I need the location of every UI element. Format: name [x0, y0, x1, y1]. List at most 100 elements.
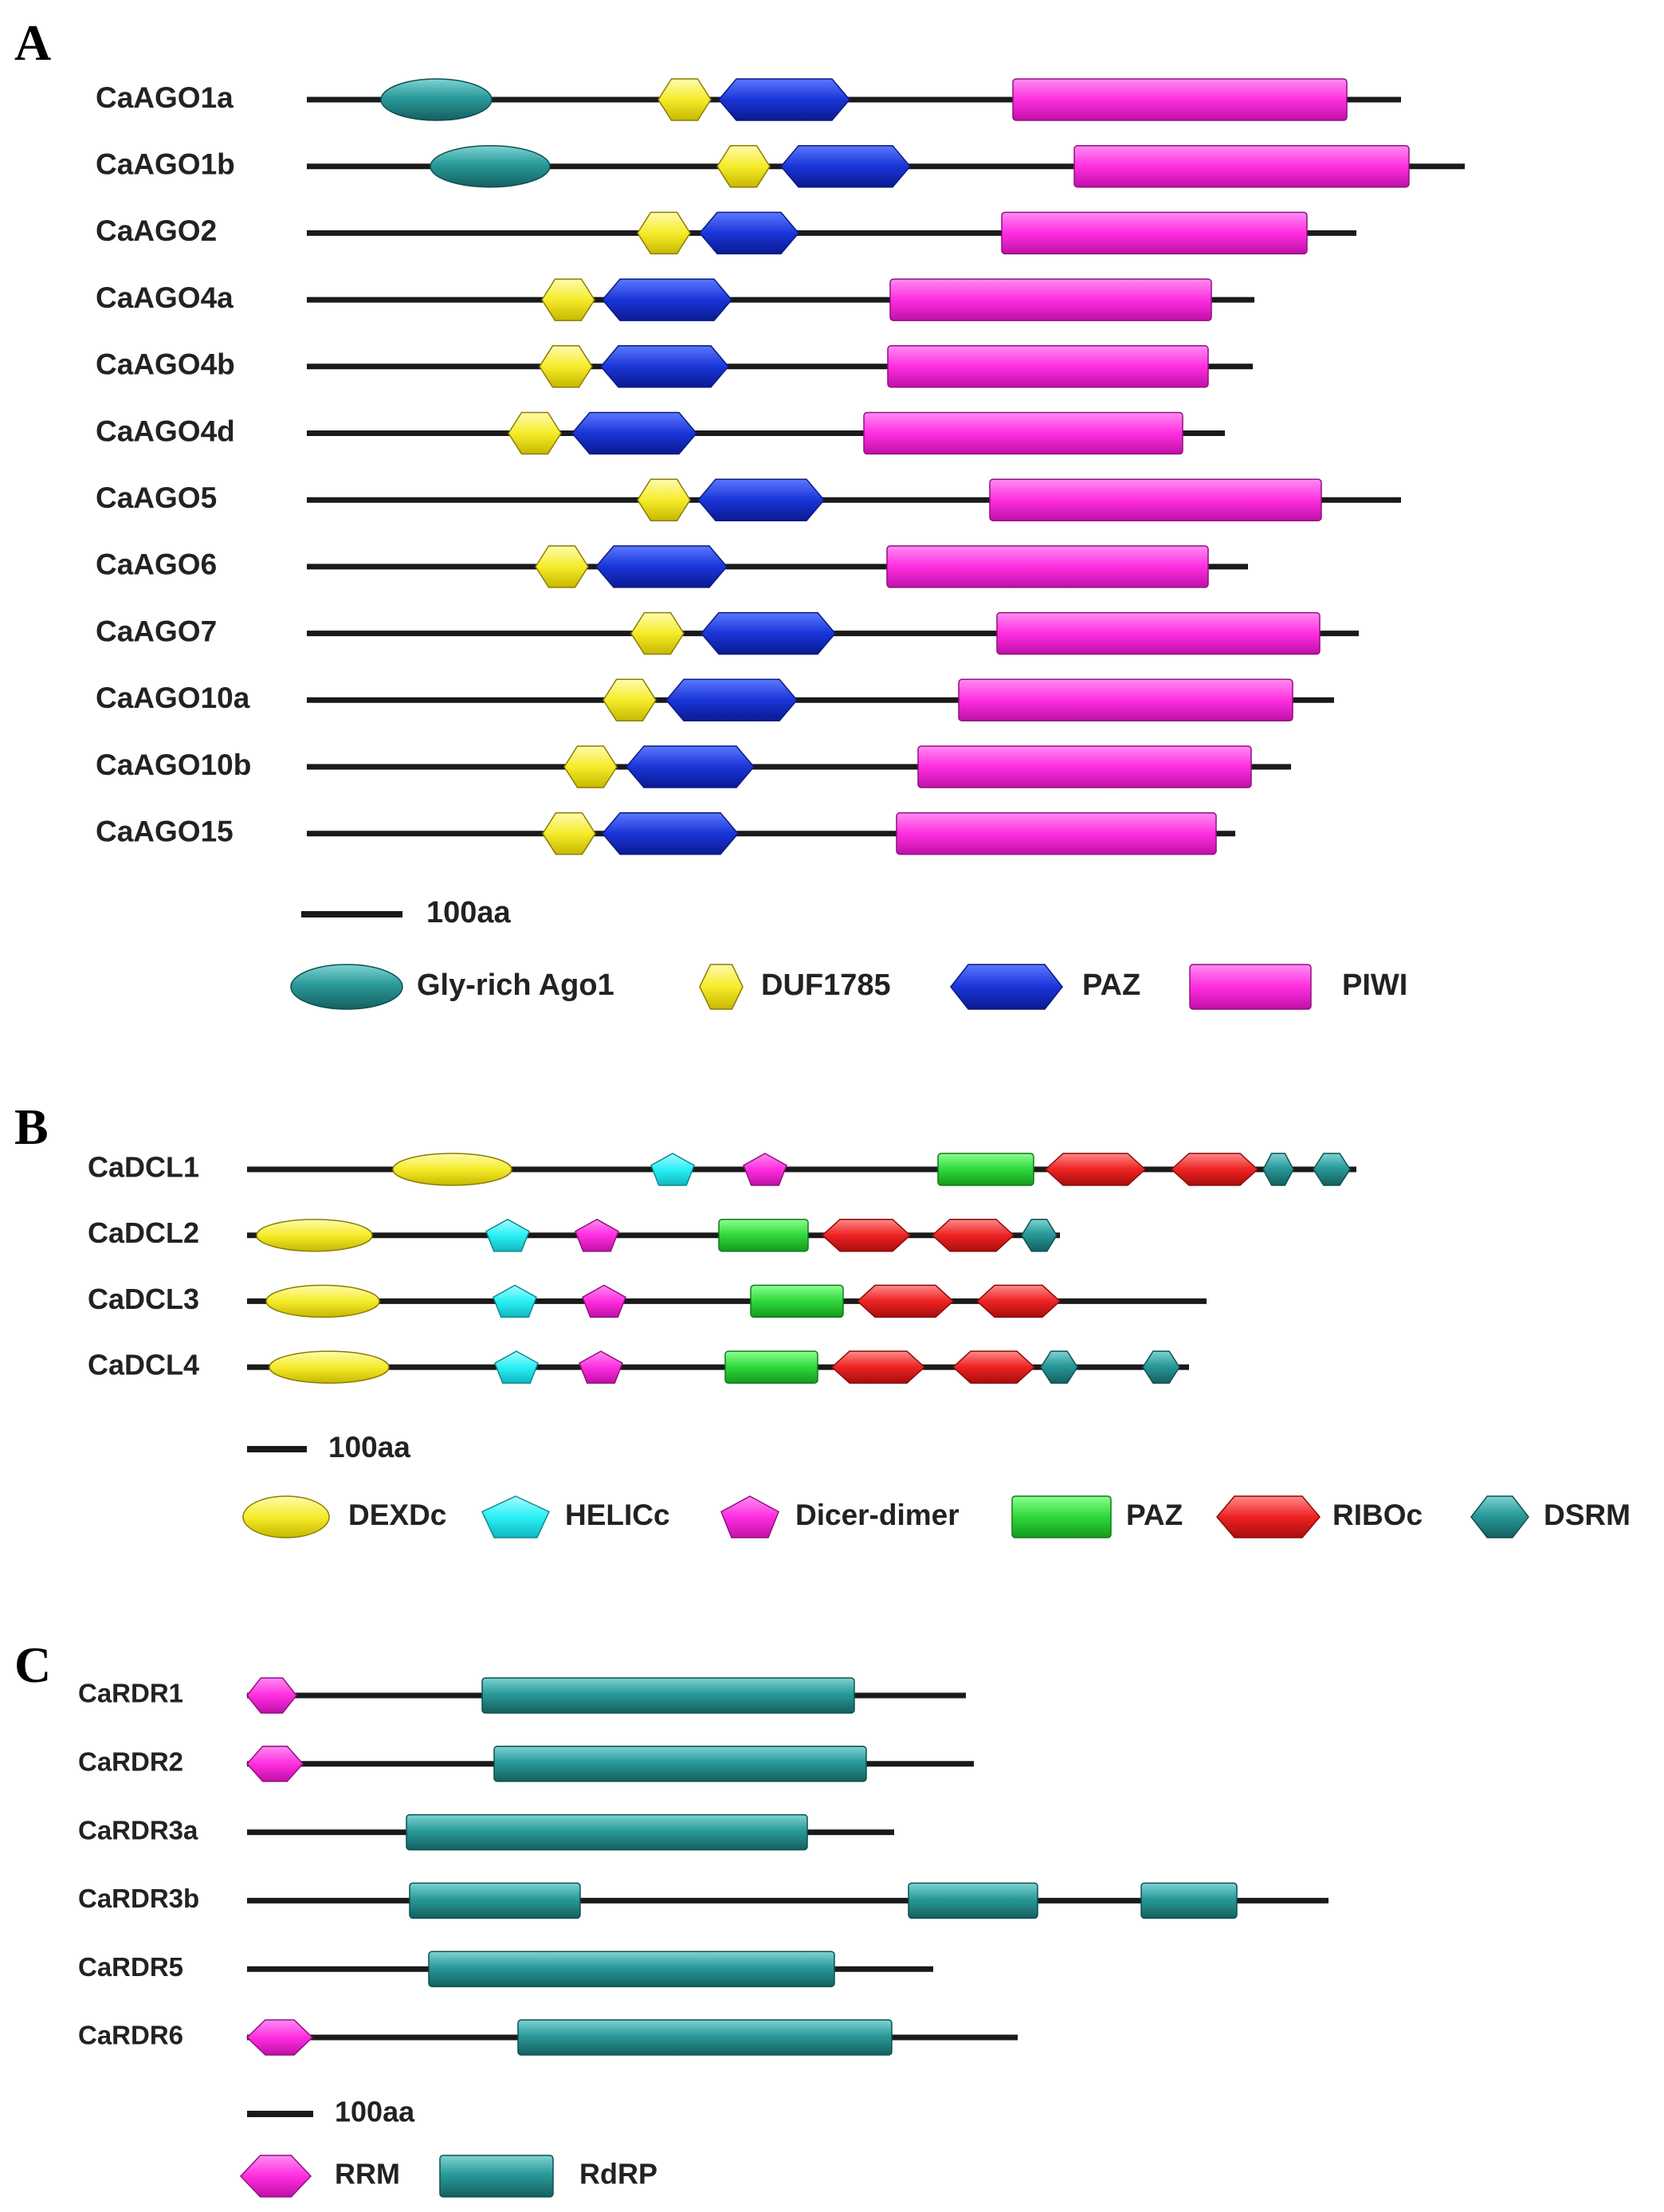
protein-name-label: CaRDR3b: [78, 1884, 199, 1913]
protein-name-label: CaRDR6: [78, 2021, 183, 2050]
legend-swatch-ellipse: [290, 964, 403, 1010]
domain-hexagon-h-teal: [1142, 1350, 1180, 1384]
legend-swatch-bar: [1011, 1495, 1112, 1538]
domain-ellipse-yellow: [256, 1218, 373, 1252]
domain-bar-teal: [409, 1882, 581, 1919]
domain-bar-teal: [406, 1813, 808, 1851]
domain-flat-hexagon-blue: [602, 811, 739, 855]
domain-hexagon-yellow: [630, 611, 685, 655]
protein-name-label: CaAGO5: [96, 481, 217, 514]
protein-name-label: CaRDR2: [78, 1747, 183, 1777]
domain-bar-teal: [493, 1746, 867, 1782]
domain-flat-hexagon-red: [952, 1350, 1036, 1384]
domain-hexagon-h-magenta: [245, 1746, 304, 1782]
legend-item: HELICc: [481, 1495, 670, 1538]
domain-bar-teal: [481, 1677, 855, 1714]
protein-row: CaRDR3a: [78, 1813, 894, 1851]
domain-hexagon-yellow: [542, 811, 596, 855]
domain-flat-hexagon-red: [830, 1350, 926, 1384]
domain-pentagon-cyan: [493, 1284, 537, 1318]
domain-flat-hexagon-blue: [602, 278, 732, 321]
legend-label: HELICc: [565, 1499, 670, 1531]
protein-name-label: CaAGO10a: [96, 682, 250, 714]
domain-flat-hexagon-red: [975, 1284, 1062, 1318]
domain-hexagon-yellow: [637, 211, 691, 255]
legend-label: DUF1785: [761, 968, 891, 1002]
domain-pentagon-cyan: [485, 1218, 530, 1252]
protein-row: CaAGO1a: [96, 78, 1401, 121]
scale-bar-label: 100aa: [426, 896, 512, 929]
domain-flat-hexagon-red: [1044, 1153, 1147, 1186]
domain-bar-magenta: [886, 545, 1209, 588]
domain-bar-green: [937, 1153, 1034, 1186]
legend-swatch-hexagon-h: [239, 2155, 312, 2198]
domain-pentagon-cyan: [494, 1350, 539, 1384]
domain-pentagon-magenta: [743, 1153, 787, 1186]
legend-swatch-hexagon: [699, 964, 744, 1010]
domain-flat-hexagon-blue: [595, 545, 728, 588]
domain-flat-hexagon-red: [931, 1218, 1015, 1252]
domain-ellipse-teal: [430, 144, 551, 188]
protein-name-label: CaAGO7: [96, 615, 217, 647]
legend-label: RRM: [335, 2158, 400, 2190]
legend-item: DSRM: [1470, 1495, 1631, 1538]
legend-label: DEXDc: [348, 1499, 446, 1531]
scale-bar-label: 100aa: [335, 2096, 415, 2128]
legend-label: DSRM: [1544, 1499, 1631, 1531]
legend-swatch-flat-hexagon: [950, 964, 1063, 1010]
protein-name-label: CaRDR5: [78, 1952, 183, 1982]
domain-bar-magenta: [1073, 144, 1410, 188]
domain-hexagon-h-teal: [1262, 1153, 1294, 1186]
domain-hexagon-h-teal: [1040, 1350, 1078, 1384]
domain-bar-green: [724, 1350, 818, 1384]
protein-name-label: CaAGO4a: [96, 281, 234, 314]
scale-bar-label: 100aa: [328, 1431, 410, 1464]
domain-flat-hexagon-blue: [600, 345, 729, 388]
protein-row: CaAGO4d: [96, 411, 1225, 455]
legend-item: PAZ: [950, 964, 1140, 1010]
domain-hexagon-yellow: [637, 478, 691, 521]
domain-bar-green: [750, 1284, 844, 1318]
domain-bar-magenta: [887, 345, 1209, 388]
domain-flat-hexagon-blue: [626, 745, 755, 788]
protein-row: CaDCL4: [88, 1349, 1189, 1384]
protein-row: CaAGO6: [96, 545, 1248, 588]
domain-bar-magenta: [1012, 78, 1348, 121]
panel-c-rdr-proteins: CaRDR1CaRDR2CaRDR3aCaRDR3bCaRDR5CaRDR610…: [78, 1677, 1328, 2198]
protein-name-label: CaDCL3: [88, 1283, 199, 1315]
legend-label: RdRP: [579, 2158, 657, 2190]
domain-bar-magenta: [863, 411, 1183, 455]
domain-flat-hexagon-red: [1170, 1153, 1259, 1186]
legend-item: DUF1785: [699, 964, 891, 1010]
protein-name-label: CaAGO4b: [96, 348, 235, 381]
protein-name-label: CaAGO15: [96, 815, 234, 847]
protein-row: CaDCL1: [88, 1151, 1356, 1186]
domain-bar-magenta: [1001, 211, 1308, 255]
protein-name-label: CaAGO1a: [96, 81, 234, 114]
domain-ellipse-yellow: [265, 1284, 380, 1318]
domain-bar-magenta: [896, 811, 1217, 855]
legend-label: PAZ: [1126, 1499, 1183, 1531]
legend-swatch-flat-hexagon: [1216, 1495, 1321, 1538]
legend-item: RdRP: [439, 2155, 657, 2198]
domain-bar-green: [718, 1218, 809, 1252]
domain-flat-hexagon-blue: [718, 78, 850, 121]
protein-row: CaAGO10a: [96, 678, 1334, 722]
protein-row: CaAGO4a: [96, 278, 1254, 321]
panel-a-ago-proteins: CaAGO1aCaAGO1bCaAGO2CaAGO4aCaAGO4bCaAGO4…: [96, 78, 1465, 1010]
legend-swatch-pentagon: [481, 1495, 550, 1538]
domain-hexagon-yellow: [541, 278, 595, 321]
domain-bar-magenta: [958, 678, 1293, 722]
protein-name-label: CaAGO10b: [96, 748, 251, 781]
domain-pentagon-magenta: [582, 1284, 626, 1318]
domain-bar-teal: [908, 1882, 1038, 1919]
legend: RRM RdRP: [239, 2155, 657, 2198]
domain-hexagon-h-teal: [1313, 1153, 1351, 1186]
protein-name-label: CaDCL1: [88, 1151, 199, 1184]
legend-label: RIBOc: [1332, 1499, 1423, 1531]
domain-bar-magenta: [889, 278, 1212, 321]
panel-letter-c: C: [14, 1636, 51, 1693]
domain-bar-magenta: [917, 745, 1252, 788]
domain-flat-hexagon-blue: [780, 144, 911, 188]
